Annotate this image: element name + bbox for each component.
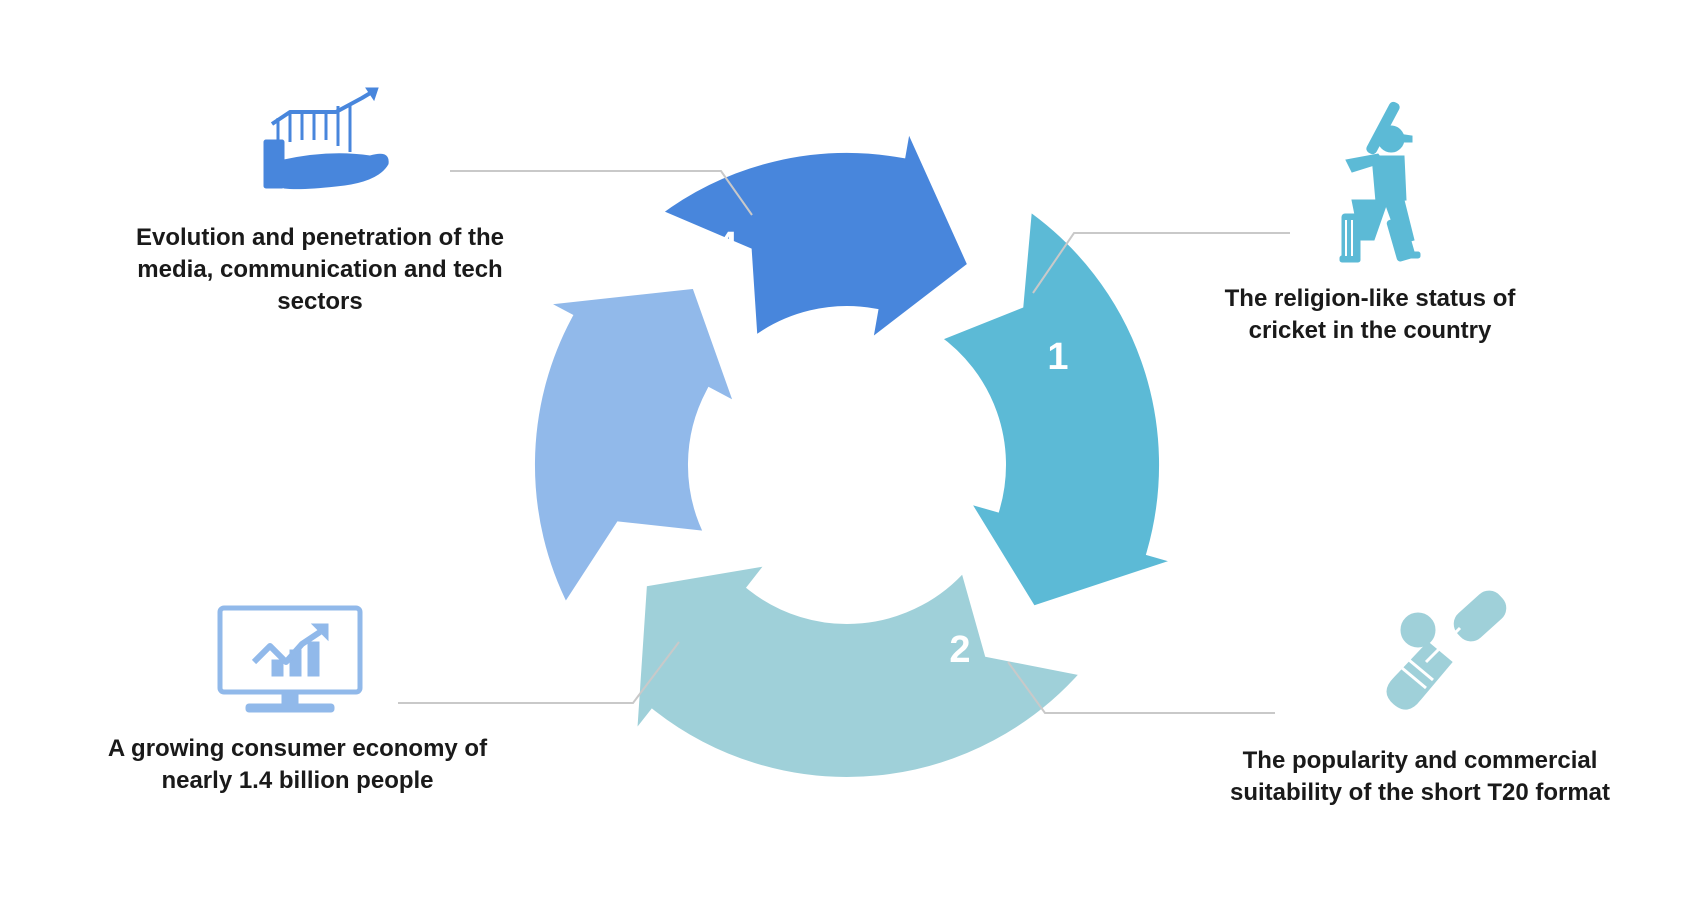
cricket-batsman-icon [1339,101,1421,263]
cycle-segment-3 [526,280,747,617]
caption-1-line-2: cricket in the country [1248,317,1492,344]
caption-3: A growing consumer economy of nearly 1.4… [80,733,515,797]
caption-4-line-3: sectors [277,288,363,315]
connector-line-2 [1007,661,1275,714]
caption-4-line-2: media, communication and tech [137,256,503,283]
segment-number-3: 3 [640,540,661,582]
cycle-segment-1 [927,198,1196,615]
cycle-segment-4 [648,108,977,355]
segment-number-2: 2 [949,629,970,671]
cycle-segment-2 [627,555,1094,785]
connector-line-1 [1032,232,1290,294]
monitor-growth-chart-icon [217,605,363,713]
segment-number-1: 1 [1047,336,1068,378]
caption-3-line-2: nearly 1.4 billion people [161,767,434,794]
caption-1-line-1: The religion-like status of [1224,285,1516,312]
cricket-bat-and-ball-icon [1386,590,1507,710]
caption-1: The religion-like status of cricket in t… [1180,283,1560,347]
connector-line-3 [398,641,680,704]
caption-4: Evolution and penetration of the media, … [110,222,530,318]
caption-2-line-1: The popularity and commercial [1242,747,1598,774]
caption-2-line-2: suitability of the short T20 format [1229,779,1611,806]
caption-2: The popularity and commercial suitabilit… [1190,745,1650,809]
segment-number-4: 4 [716,225,737,267]
caption-4-line-1: Evolution and penetration of the [136,224,504,251]
connector-line-4 [450,170,753,216]
hand-bar-chart-growth-icon [263,87,389,190]
caption-3-line-1: A growing consumer economy of [107,735,488,762]
